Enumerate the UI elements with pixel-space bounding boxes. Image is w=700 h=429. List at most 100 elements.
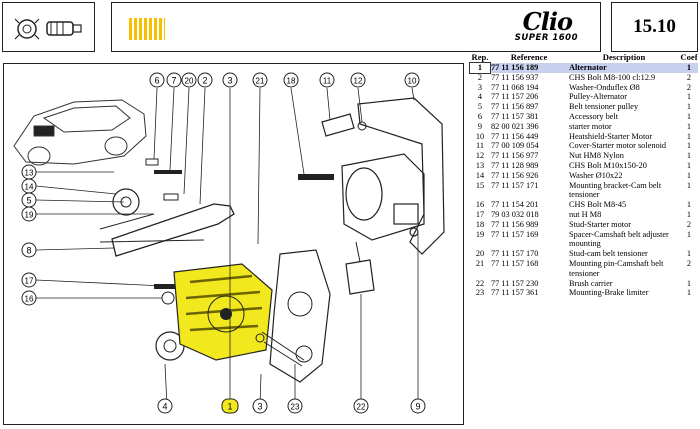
- callout-12: 12: [350, 72, 366, 88]
- cell-ref: 77 11 156 926: [491, 170, 539, 180]
- callout-13: 13: [21, 164, 37, 180]
- callout-11: 11: [319, 72, 335, 88]
- callout-23: 23: [287, 398, 303, 414]
- callout-19: 19: [21, 206, 37, 222]
- callout-1: 1: [221, 398, 239, 414]
- cell-ref: 77 11 156 449: [491, 131, 539, 141]
- cell-rep: 21: [475, 258, 485, 268]
- svg-text:12: 12: [354, 77, 363, 86]
- col-description: Description: [602, 52, 646, 63]
- cell-desc: nut H M8: [569, 209, 602, 219]
- cell-coef: 1: [686, 102, 692, 112]
- cell-rep: 13: [475, 160, 485, 170]
- cell-rep: 11: [476, 141, 484, 151]
- svg-text:4: 4: [162, 402, 167, 412]
- cell-coef: 1: [686, 180, 692, 190]
- cell-rep: 15: [475, 180, 485, 190]
- callout-4: 4: [157, 398, 173, 414]
- cell-rep: 17: [475, 209, 485, 219]
- cell-ref: 77 11 156 977: [491, 151, 539, 161]
- cell-coef: 1: [686, 121, 692, 131]
- cell-rep: 9: [477, 121, 483, 131]
- cell-desc: Stud-cam belt tensioner: [569, 249, 648, 259]
- cell-ref: 77 11 157 230: [491, 278, 539, 288]
- svg-text:17: 17: [25, 277, 34, 286]
- svg-text:14: 14: [25, 183, 34, 192]
- cell-desc: CHS Bolt M8-100 cl:12.9: [569, 72, 656, 82]
- cell-coef: 1: [686, 288, 692, 298]
- callout-10: 10: [404, 72, 420, 88]
- cell-desc: Nut HM8 Nylon: [569, 151, 624, 161]
- callout-18: 18: [283, 72, 299, 88]
- svg-text:13: 13: [25, 169, 34, 178]
- svg-text:2: 2: [202, 76, 207, 86]
- cell-ref: 82 00 021 396: [491, 121, 539, 131]
- cell-ref: 77 11 154 201: [491, 200, 539, 210]
- cell-coef: 1: [686, 111, 692, 121]
- cell-rep: 3: [477, 82, 483, 92]
- cell-rep: 14: [475, 170, 485, 180]
- callout-5: 5: [21, 192, 37, 208]
- col-coef: Coef: [680, 52, 698, 63]
- category-icon-box: [2, 2, 95, 52]
- svg-text:10: 10: [408, 77, 417, 86]
- cell-rep: 10: [475, 131, 485, 141]
- cell-coef: 2: [686, 72, 692, 82]
- cell-rep: 1: [469, 62, 491, 74]
- svg-text:6: 6: [154, 76, 159, 86]
- page-number-box: 15.10: [611, 2, 698, 52]
- callout-2: 2: [197, 72, 213, 88]
- svg-text:3: 3: [257, 402, 262, 412]
- starter-alternator-icon: [14, 18, 82, 40]
- cell-desc: Washer Ø10x22: [569, 170, 623, 180]
- brand-logo-subtext: SUPER 1600: [514, 33, 578, 43]
- cell-rep: 19: [475, 229, 485, 239]
- cell-rep: 12: [475, 151, 485, 161]
- cell-desc: Mounting bracket-Cam belt tensioner: [569, 180, 662, 200]
- svg-text:22: 22: [357, 403, 366, 412]
- cell-desc: Cover-Starter motor solenoid: [569, 141, 667, 151]
- cell-desc: Spacer-Camshaft belt adjuster mounting: [569, 229, 669, 249]
- cell-desc: Washer-Onduflex Ø8: [569, 82, 640, 92]
- callout-6: 6: [149, 72, 165, 88]
- svg-text:18: 18: [287, 77, 296, 86]
- cell-desc: CHS Bolt M8-45: [569, 200, 627, 210]
- svg-text:23: 23: [291, 403, 300, 412]
- cell-rep: 22: [475, 278, 485, 288]
- cell-coef: 1: [686, 200, 692, 210]
- cell-coef: 1: [686, 249, 692, 259]
- cell-coef: 2: [686, 219, 692, 229]
- heatshield-drawing: [357, 97, 445, 255]
- callout-3-top: 3: [222, 72, 238, 88]
- callout-21: 21: [252, 72, 268, 88]
- cell-desc: Stud-Starter motor: [569, 219, 631, 229]
- cell-ref: 77 11 156 189: [490, 63, 568, 73]
- cell-rep: 20: [475, 249, 485, 259]
- cell-desc: Mounting pin-Camshaft belt tensioner: [569, 258, 664, 278]
- callout-14: 14: [21, 178, 37, 194]
- cell-ref: 77 11 156 897: [491, 102, 539, 112]
- cell-desc: Accessory belt: [569, 111, 619, 121]
